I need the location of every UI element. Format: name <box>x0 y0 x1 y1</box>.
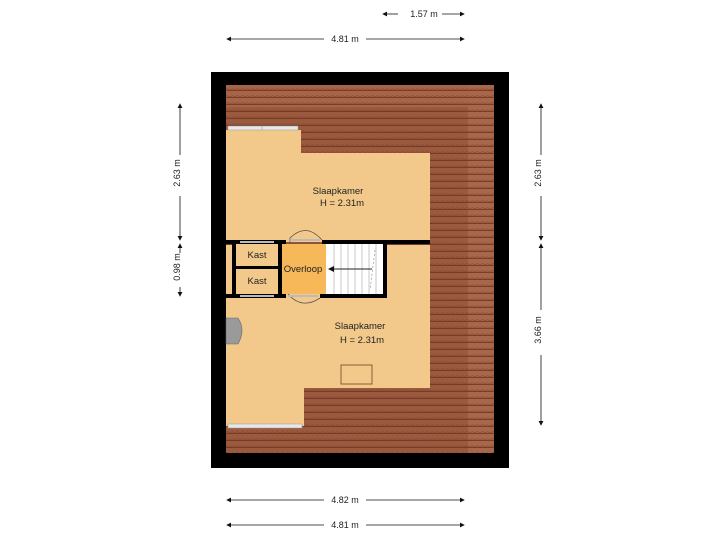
dimension-right-lower: 3.66 m <box>533 243 544 426</box>
roof-top-strip <box>226 85 494 107</box>
closet-bottom-floor <box>236 269 278 294</box>
dimension-bottom-lower: 4.81 m <box>226 520 465 530</box>
dimension-left-upper: 2.63 m <box>172 103 183 241</box>
door-bottom <box>287 293 321 304</box>
roof-right-strip <box>468 85 494 453</box>
bedroom-top-name: Slaapkamer <box>313 186 364 197</box>
svg-text:0.98 m: 0.98 m <box>172 253 182 281</box>
dimension-top-short: 1.57 m <box>382 9 465 19</box>
bedroom-top-height: H = 2.31m <box>320 198 364 209</box>
interior-wall-stair-right <box>383 244 387 298</box>
dimension-bottom-upper: 4.82 m <box>226 495 465 505</box>
door-top <box>289 230 323 244</box>
interior-wall-h-top-right <box>322 240 430 244</box>
svg-text:4.81 m: 4.81 m <box>331 520 359 530</box>
svg-text:3.66 m: 3.66 m <box>533 316 543 344</box>
closet-bottom-name: Kast <box>247 276 266 287</box>
landing-name: Overloop <box>284 264 323 275</box>
interior-wall-closet-left <box>232 244 236 294</box>
svg-text:4.81 m: 4.81 m <box>331 34 359 44</box>
closet-doors <box>240 241 274 297</box>
interior-wall-stair-bottom <box>320 294 386 298</box>
wall-fixture <box>225 317 243 345</box>
bedroom-bottom-name: Slaapkamer <box>335 321 386 332</box>
landing-floor <box>282 244 326 294</box>
interior-wall-closet-right <box>278 244 282 294</box>
bedroom-bottom-height: H = 2.31m <box>340 335 384 346</box>
svg-text:4.82 m: 4.82 m <box>331 495 359 505</box>
closet-top-name: Kast <box>247 250 266 261</box>
dimension-top-main: 4.81 m <box>226 34 465 44</box>
staircase <box>326 244 383 294</box>
closet-top-floor <box>236 244 278 266</box>
window-bottom <box>227 423 303 429</box>
interior-wall-closet-mid <box>236 266 278 269</box>
svg-text:2.63 m: 2.63 m <box>172 159 182 187</box>
window-top <box>227 125 299 131</box>
bedroom-top-floor <box>226 130 430 242</box>
dimension-left-lower: 0.98 m <box>172 243 183 297</box>
svg-text:2.63 m: 2.63 m <box>533 159 543 187</box>
svg-text:1.57 m: 1.57 m <box>410 9 438 19</box>
dimension-right-upper: 2.63 m <box>533 103 544 241</box>
